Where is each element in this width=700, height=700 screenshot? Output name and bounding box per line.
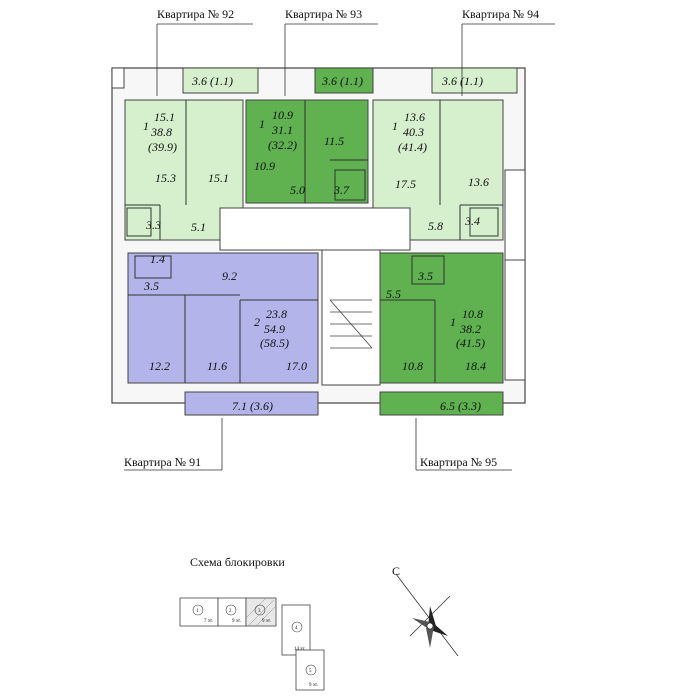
apt95-hall: 5.5 xyxy=(386,287,401,301)
scheme-note-4: 14 эт. xyxy=(294,647,305,652)
apt93-area xyxy=(245,99,369,204)
corridor xyxy=(219,207,411,251)
apt91-area xyxy=(127,252,319,384)
apt95-title: Квартира № 95 xyxy=(420,455,497,469)
apt91-title: Квартира № 91 xyxy=(124,455,201,469)
scheme-section-5 xyxy=(295,649,325,691)
apt94-room-a: 17.5 xyxy=(395,177,416,191)
scheme-title: Схема блокировки xyxy=(190,555,285,569)
apt93-bath: 3.7 xyxy=(333,183,350,197)
scheme-note-5: 9 эт. xyxy=(309,683,318,688)
apt93-total: 31.1 xyxy=(271,123,293,137)
apartment-93 xyxy=(245,67,374,204)
apt92-bath: 3.3 xyxy=(145,218,161,232)
apt94-balcony xyxy=(431,67,518,94)
scheme-label-4: 4 xyxy=(295,626,298,631)
apt94-total-balcony: (41.4) xyxy=(398,140,427,154)
apt95-total: 38.2 xyxy=(459,322,481,336)
apt94-title: Квартира № 94 xyxy=(462,7,539,21)
apt95-living: 10.8 xyxy=(462,307,483,321)
apt95-rooms: 1 xyxy=(450,315,456,329)
apt92-room-a: 15.3 xyxy=(155,171,176,185)
apt91-room-a: 12.2 xyxy=(149,359,170,373)
leader-lines xyxy=(124,23,555,471)
apt94-hall: 5.8 xyxy=(428,219,443,233)
apt93-balcony xyxy=(314,67,374,94)
scheme-section-2 xyxy=(217,597,247,627)
compass-rose-icon xyxy=(395,573,459,657)
apt91-hall-a: 9.2 xyxy=(222,269,237,283)
compass-north-label: С xyxy=(392,564,400,578)
scheme-label-2: 2 xyxy=(229,609,232,614)
apt93-hall: 5.0 xyxy=(290,183,305,197)
scheme-section-1 xyxy=(179,597,219,627)
apt94-room-b: 13.6 xyxy=(468,175,489,189)
right-wing-upper xyxy=(504,169,526,261)
apt92-total-balcony: (39.9) xyxy=(148,140,177,154)
stairs xyxy=(329,299,373,349)
apt92-room-b: 15.1 xyxy=(208,171,229,185)
apt91-living: 23.8 xyxy=(266,307,287,321)
apt91-bath: 1.4 xyxy=(150,252,165,266)
apt94-living: 13.6 xyxy=(404,110,425,124)
left-wing xyxy=(111,67,125,89)
stairwell xyxy=(321,249,381,386)
apt95-area xyxy=(379,252,504,384)
apt95-room-b: 18.4 xyxy=(465,359,486,373)
apt91-hall-b: 3.5 xyxy=(143,279,159,293)
apt93-rooms: 1 xyxy=(259,117,265,131)
scheme-label-5: 5 xyxy=(309,669,312,674)
apt92-total: 38.8 xyxy=(150,125,172,139)
apt93-room-b: 11.5 xyxy=(324,134,344,148)
apt95-balcony xyxy=(379,391,504,416)
apartment-91 xyxy=(127,252,319,416)
apartment-92 xyxy=(124,67,259,241)
apt94-bath: 3.4 xyxy=(464,214,480,228)
right-wing-lower xyxy=(504,259,526,381)
apt92-hall: 5.1 xyxy=(191,220,206,234)
apt91-balcony-label: 7.1 (3.6) xyxy=(232,399,273,413)
apartment-95 xyxy=(379,252,504,416)
apt93-room-a: 10.9 xyxy=(254,159,275,173)
scheme-note-1: 7 эт. xyxy=(204,619,213,624)
apt93-balcony-label: 3.6 (1.1) xyxy=(321,74,363,88)
apt95-bath: 3.5 xyxy=(417,269,433,283)
apt95-room-a: 10.8 xyxy=(402,359,423,373)
apt94-balcony-label: 3.6 (1.1) xyxy=(441,74,483,88)
scheme-label-1: 1 xyxy=(196,609,199,614)
apt92-balcony-label: 3.6 (1.1) xyxy=(191,74,233,88)
apt92-rooms: 1 xyxy=(143,119,149,133)
scheme-note-3: 9 эт. xyxy=(262,619,271,624)
apt95-balcony-label: 6.5 (3.3) xyxy=(440,399,481,413)
apt92-title: Квартира № 92 xyxy=(157,7,234,21)
apt94-total: 40.3 xyxy=(403,125,424,139)
apt91-balcony xyxy=(184,391,319,416)
apt92-balcony xyxy=(182,67,259,94)
apt93-total-balcony: (32.2) xyxy=(268,138,297,152)
apt91-room-b: 11.6 xyxy=(207,359,227,373)
apt91-total-balcony: (58.5) xyxy=(260,336,289,350)
apt94-rooms: 1 xyxy=(392,119,398,133)
scheme-label-3: 3 xyxy=(258,609,261,614)
apt93-title: Квартира № 93 xyxy=(285,7,362,21)
apt91-total: 54.9 xyxy=(264,322,285,336)
apt95-total-balcony: (41.5) xyxy=(456,336,485,350)
scheme-diagram: 1 2 3 4 5 7 эт. 9 эт. 9 эт. 14 эт. 9 эт. xyxy=(179,597,325,691)
apt92-living: 15.1 xyxy=(154,110,175,124)
apt93-living: 10.9 xyxy=(272,108,293,122)
apt91-kitchen: 17.0 xyxy=(286,359,307,373)
apt91-rooms: 2 xyxy=(254,315,260,329)
scheme-note-2: 9 эт. xyxy=(232,619,241,624)
